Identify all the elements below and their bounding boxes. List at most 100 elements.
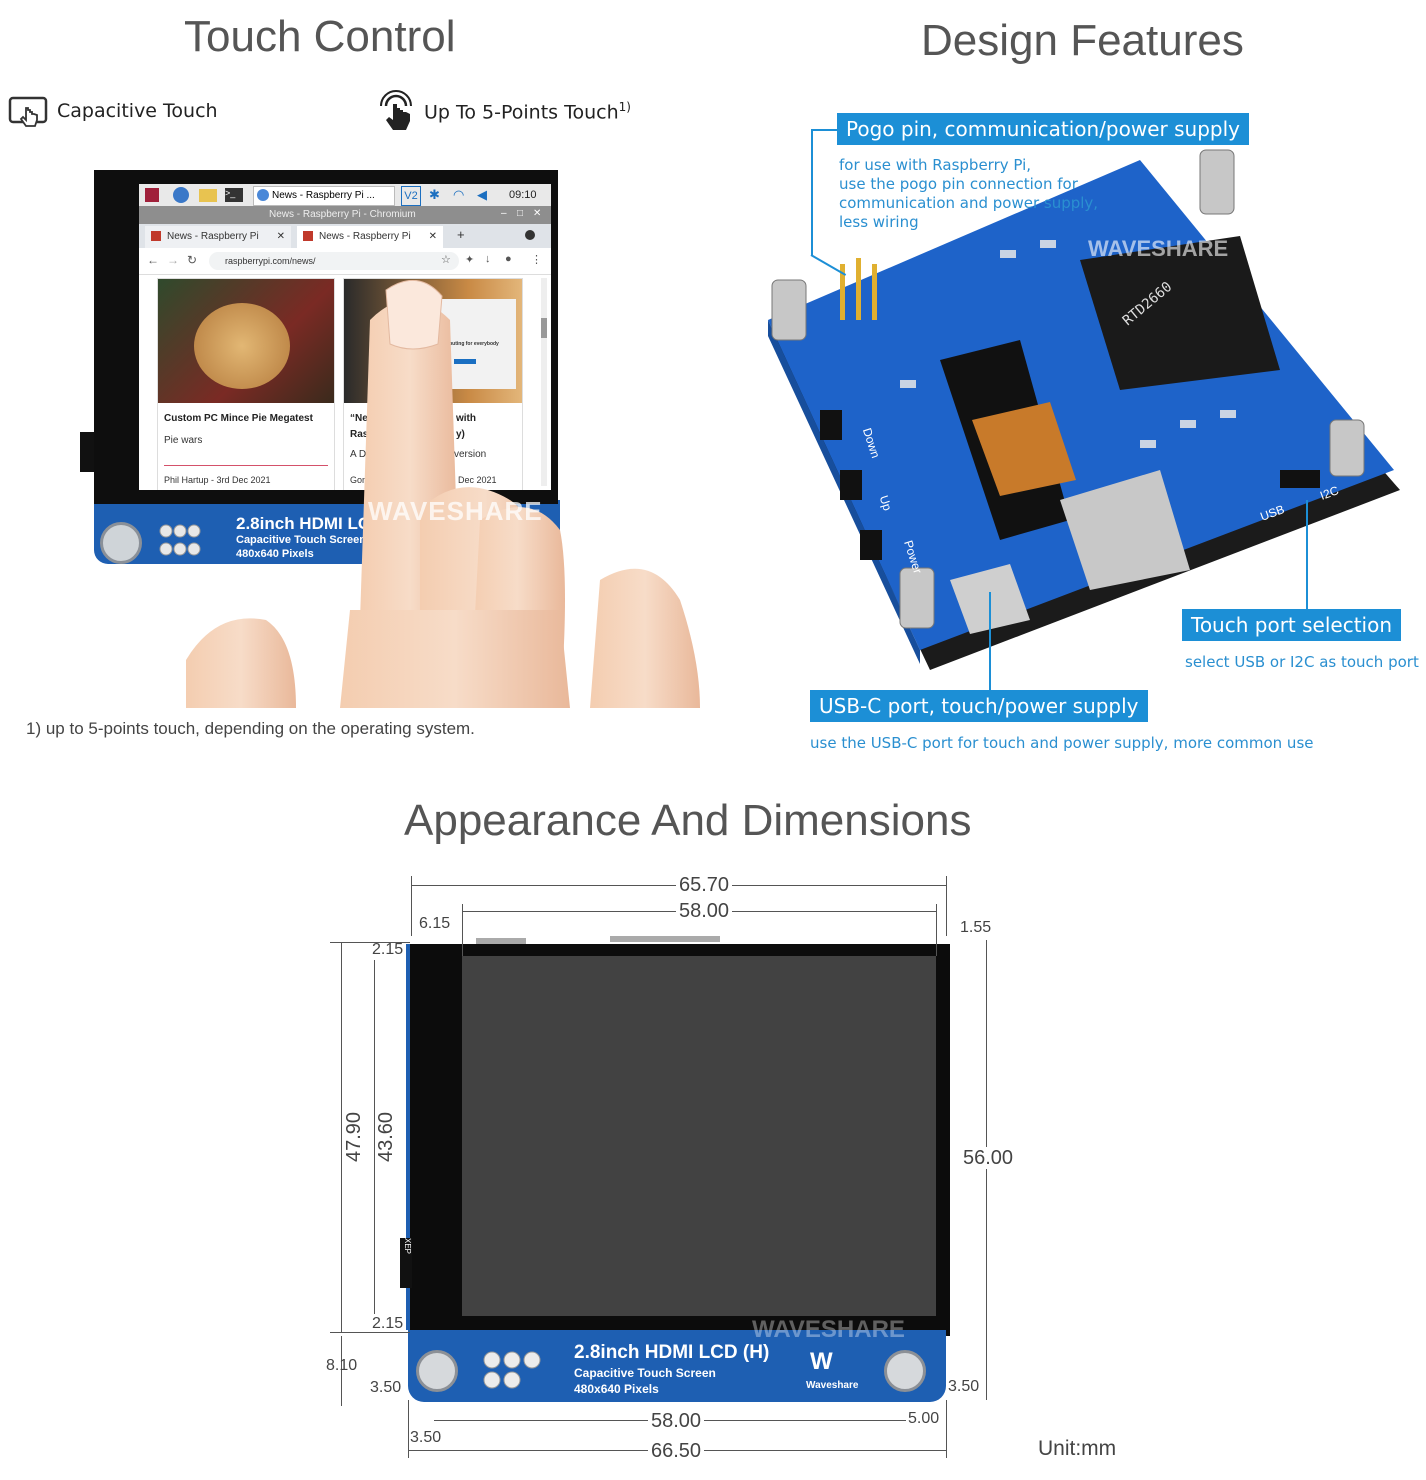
mince-pie bbox=[194, 303, 290, 389]
tab-close-icon[interactable]: ✕ bbox=[276, 231, 285, 242]
ext-line bbox=[330, 1332, 410, 1333]
dim-line-left-active bbox=[374, 960, 375, 1314]
dim-bottom-border: 2.15 bbox=[372, 1315, 404, 1332]
profile-icon[interactable] bbox=[525, 230, 535, 240]
pcb-illustration: RTD2660 WAVESHARE Down Up Power I2C USB bbox=[760, 140, 1400, 680]
pogo-desc-line1: for use with Raspberry Pi, bbox=[839, 156, 1032, 174]
terminal-icon[interactable]: >_ bbox=[225, 188, 243, 202]
design-features-title: Design Features bbox=[921, 16, 1244, 65]
tab1-label: News - Raspberry Pi bbox=[167, 231, 259, 242]
touch-port-callout-line bbox=[1306, 500, 1308, 610]
forward-icon[interactable]: → bbox=[167, 253, 179, 267]
maximize-icon[interactable]: □ bbox=[517, 208, 524, 219]
tab-favicon bbox=[303, 231, 313, 242]
downloads-icon[interactable]: ↓ bbox=[485, 253, 491, 265]
dim-bottom-right-gap: 5.00 bbox=[908, 1410, 940, 1427]
dim-right-total: 56.00 bbox=[960, 1147, 1017, 1169]
waveshare-logo-icon: W bbox=[810, 1348, 833, 1375]
clock: 09:10 bbox=[509, 189, 537, 201]
account-icon[interactable]: ● bbox=[505, 253, 512, 265]
minimize-icon[interactable]: – bbox=[501, 208, 507, 219]
window-titlebar: News - Raspberry Pi - Chromium – □ ✕ bbox=[139, 206, 551, 224]
multi-touch-text: Up To 5-Points Touch bbox=[424, 101, 619, 124]
ext-line bbox=[330, 942, 410, 943]
footnote-marker: 1) bbox=[618, 100, 631, 114]
browser-tab-2[interactable]: News - Raspberry Pi ✕ bbox=[297, 226, 443, 248]
raspberry-menu-icon[interactable] bbox=[145, 188, 159, 202]
dimension-board-title: 2.8inch HDMI LCD (H) bbox=[574, 1342, 770, 1363]
window-title: News - Raspberry Pi - Chromium bbox=[269, 209, 416, 220]
card2-title-a: “Ne bbox=[350, 413, 368, 424]
dimensions-title: Appearance And Dimensions bbox=[404, 796, 972, 845]
bookmark-star-icon[interactable]: ☆ bbox=[441, 254, 451, 266]
browser-icon[interactable] bbox=[173, 187, 189, 203]
touch-board-title: 2.8inch HDMI LC bbox=[236, 514, 371, 533]
touch-board-sub1: Capacitive Touch Screen bbox=[236, 534, 367, 546]
top-connector-b bbox=[610, 936, 720, 942]
usbc-callout-line bbox=[989, 592, 991, 690]
scrollbar-thumb[interactable] bbox=[541, 318, 547, 338]
tab2-label: News - Raspberry Pi bbox=[319, 231, 411, 242]
dim-bottom-hole-span: 58.00 bbox=[648, 1410, 705, 1432]
taskbar-tab-text: News - Raspberry Pi ... bbox=[272, 190, 375, 201]
taskbar-chromium-tab[interactable]: News - Raspberry Pi ... bbox=[253, 186, 395, 206]
card2-mini-head: Computing for everybody bbox=[438, 341, 499, 347]
close-icon[interactable]: ✕ bbox=[533, 208, 542, 219]
card1-title: Custom PC Mince Pie Megatest bbox=[164, 413, 313, 424]
card2-author-b: Dec 2021 bbox=[458, 475, 497, 485]
card1-author: Phil Hartup - 3rd Dec 2021 bbox=[164, 475, 271, 485]
active-area bbox=[462, 956, 936, 1316]
folder-icon[interactable] bbox=[199, 189, 217, 202]
dim-left-active: 43.60 bbox=[375, 1108, 398, 1166]
vnc-icon[interactable]: V2 bbox=[401, 186, 421, 206]
ext-line bbox=[946, 1400, 947, 1458]
card2-line3-b: version bbox=[454, 449, 487, 460]
news-card-1[interactable]: Custom PC Mince Pie Megatest Pie wars Ph… bbox=[157, 278, 335, 490]
touch-board-sub2: 480x640 Pixels bbox=[236, 548, 314, 560]
card2-line3-a: A D bbox=[350, 449, 367, 460]
tab-favicon bbox=[151, 231, 161, 242]
address-bar-row: ← → ↻ raspberrypi.com/news/ ☆ ✦ ↓ ● ⋮ bbox=[139, 248, 551, 275]
new-tab-icon[interactable]: + bbox=[457, 227, 465, 242]
taskbar: >_ News - Raspberry Pi ... V2 ✱ ◠ ◀ 09:1… bbox=[139, 184, 551, 206]
unit-label: Unit:mm bbox=[1038, 1437, 1117, 1460]
pogo-desc: for use with Raspberry Pi, use the pogo … bbox=[839, 156, 1139, 232]
dimension-watermark: WAVESHARE bbox=[752, 1316, 905, 1343]
capacitive-touch-icon bbox=[8, 94, 48, 130]
card2-line2-b: y) bbox=[456, 429, 465, 440]
ext-line bbox=[408, 1400, 409, 1458]
extensions-icon[interactable]: ✦ bbox=[465, 254, 475, 266]
card1-divider bbox=[164, 465, 328, 466]
usbc-callout: USB-C port, touch/power supply bbox=[810, 690, 1148, 722]
pogo-callout-line bbox=[811, 129, 813, 255]
browser-tabbar: News - Raspberry Pi ✕ News - Raspberry Pi… bbox=[139, 224, 551, 248]
browser-tab-1[interactable]: News - Raspberry Pi ✕ bbox=[145, 226, 291, 248]
url-input[interactable]: raspberrypi.com/news/ bbox=[209, 252, 459, 270]
dimension-board-sub2: 480x640 Pixels bbox=[574, 1382, 659, 1396]
volume-icon[interactable]: ◀ bbox=[477, 187, 487, 202]
back-icon[interactable]: ← bbox=[147, 253, 159, 267]
tab-close-icon[interactable]: ✕ bbox=[428, 231, 437, 242]
usbc-desc: use the USB-C port for touch and power s… bbox=[810, 734, 1314, 752]
pcb-watermark: WAVESHARE bbox=[1088, 236, 1229, 261]
multi-touch-label: Up To 5-Points Touch1) bbox=[424, 100, 631, 123]
reload-icon[interactable]: ↻ bbox=[187, 253, 198, 267]
page-scrollbar[interactable] bbox=[541, 278, 547, 486]
dim-right-offset: 1.55 bbox=[960, 919, 992, 936]
pogo-desc-line4: less wiring bbox=[839, 213, 919, 231]
touch-footnote: 1) up to 5-points touch, depending on th… bbox=[26, 719, 475, 738]
ext-line bbox=[946, 876, 947, 936]
dimension-module: ХЕР 2.8inch HDMI LCD (H) Capacitive Touc… bbox=[400, 936, 950, 1402]
card2-line2-a: Ras bbox=[350, 429, 369, 440]
dim-top-active: 58.00 bbox=[676, 900, 733, 922]
dim-line-bottom-strip bbox=[341, 1336, 342, 1406]
dim-line-right-total bbox=[986, 940, 987, 1400]
wifi-icon[interactable]: ◠ bbox=[453, 187, 465, 202]
touch-port-callout: Touch port selection bbox=[1182, 609, 1402, 641]
bluetooth-icon[interactable]: ✱ bbox=[429, 187, 440, 202]
pogo-callout-line-h bbox=[811, 129, 837, 131]
dim-bottom-total: 66.50 bbox=[648, 1440, 705, 1462]
dim-bottom-left-gap: 3.50 bbox=[410, 1429, 442, 1446]
menu-icon[interactable]: ⋮ bbox=[531, 254, 542, 266]
fpc-connector-label: ХЕР bbox=[400, 1238, 412, 1288]
